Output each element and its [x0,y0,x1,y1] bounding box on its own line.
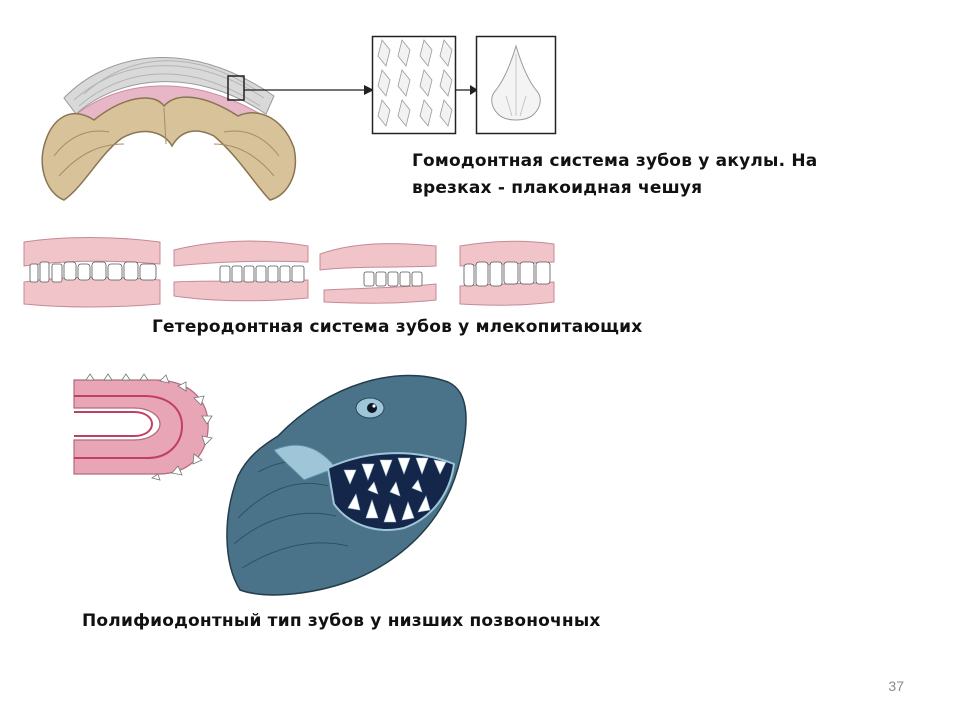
shark-jaw-illustration [41,57,297,201]
inset-arrow [244,85,374,95]
heterodont-caption: Гетеродонтная система зубов у млекопитаю… [152,317,643,337]
placoid-scale-inset [475,35,557,135]
placoid-scales-inset [371,35,457,135]
inset-arrow-2 [456,85,478,95]
homodont-caption: Гомодонтная система зубов у акулы. На вр… [412,151,818,198]
jaw-section [23,237,555,308]
slide-number: 37 [888,678,904,694]
shark-head-illustration [226,374,467,596]
tooth-replacement-section [73,373,213,481]
polyphyodont-caption: Полифиодонтный тип зубов у низших позвон… [82,611,601,631]
mammal-teeth-illustration [23,237,555,308]
